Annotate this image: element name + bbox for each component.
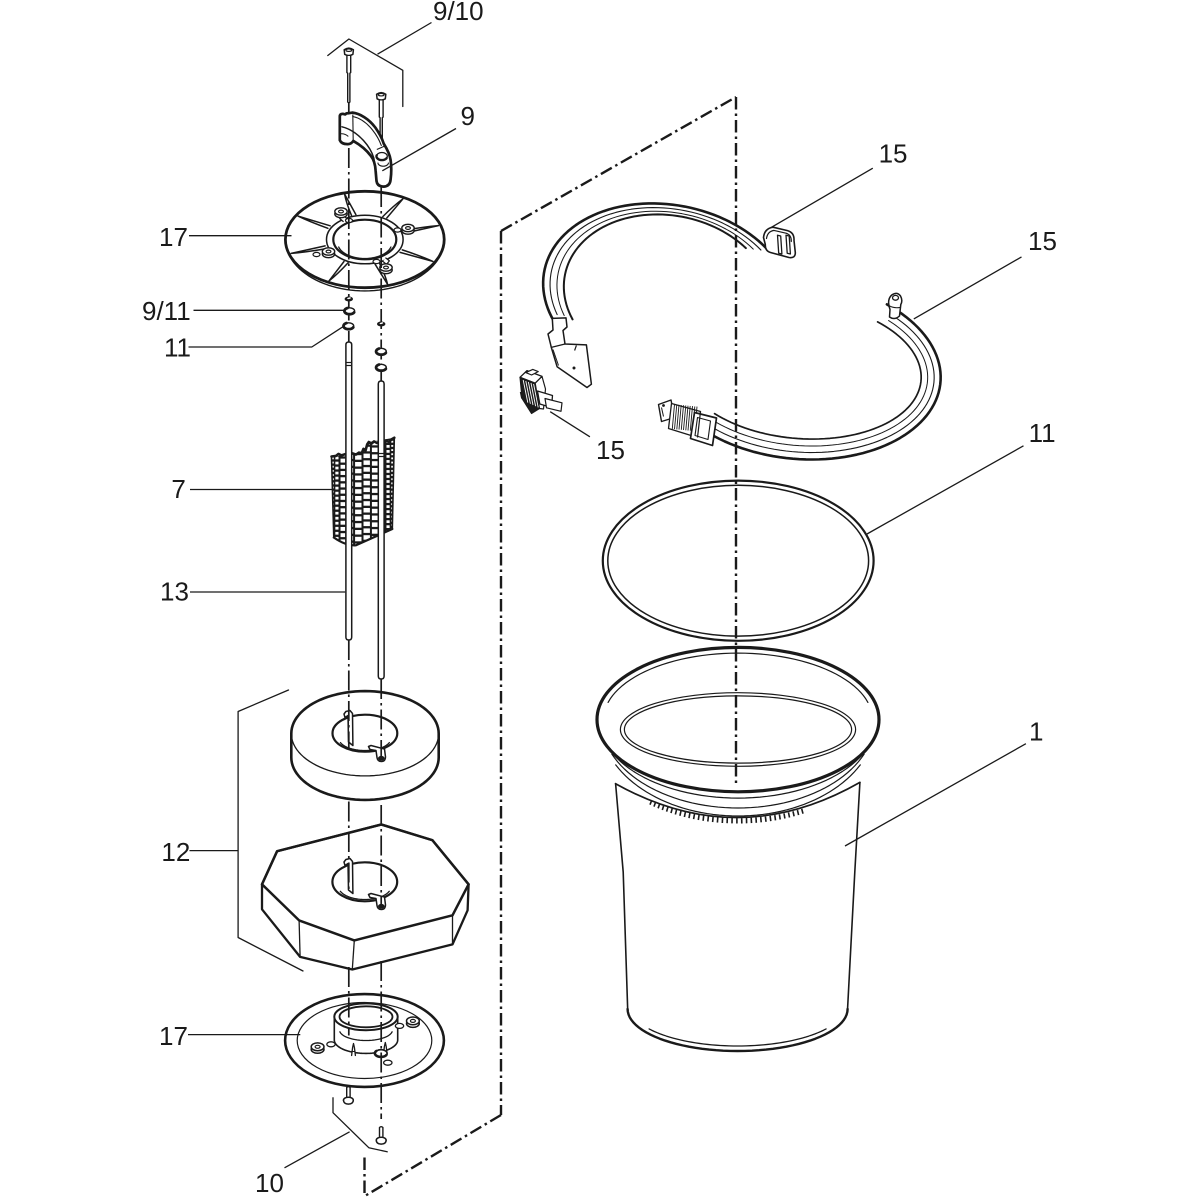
svg-text:9/10: 9/10 <box>433 0 484 26</box>
svg-text:1: 1 <box>1029 717 1043 747</box>
svg-text:15: 15 <box>596 435 625 465</box>
svg-text:12: 12 <box>161 837 190 867</box>
svg-text:13: 13 <box>160 577 189 607</box>
svg-text:15: 15 <box>879 139 908 169</box>
svg-text:11: 11 <box>164 333 191 363</box>
svg-text:11: 11 <box>1029 418 1056 448</box>
svg-text:10: 10 <box>255 1168 284 1197</box>
svg-text:17: 17 <box>159 1021 188 1051</box>
svg-text:7: 7 <box>171 474 185 504</box>
svg-text:15: 15 <box>1028 226 1057 256</box>
svg-text:9/11: 9/11 <box>142 296 191 326</box>
svg-text:17: 17 <box>159 222 188 252</box>
svg-text:9: 9 <box>461 101 475 131</box>
